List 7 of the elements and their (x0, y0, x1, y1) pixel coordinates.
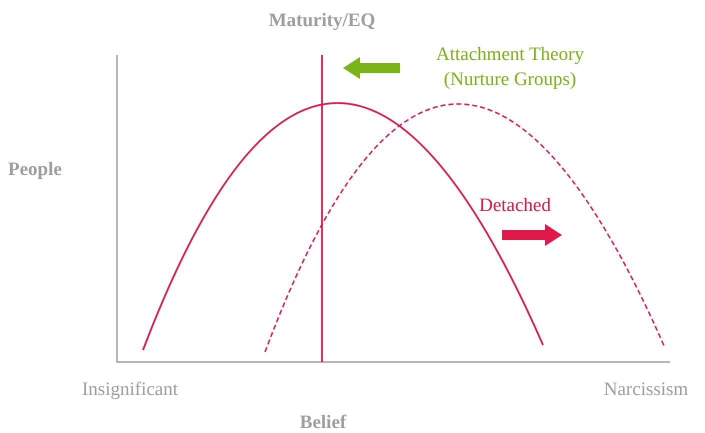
axis-title: People (8, 158, 63, 182)
axis-end-label: Insignificant (80, 378, 180, 402)
axis-title: Belief (298, 411, 348, 433)
axis-end-label: Narcissism (602, 378, 690, 402)
axis-title: Maturity/EQ (268, 9, 376, 33)
annotation-text: Detached (478, 194, 552, 218)
annotation-text: Attachment Theory (Nurture Groups) (435, 43, 585, 92)
